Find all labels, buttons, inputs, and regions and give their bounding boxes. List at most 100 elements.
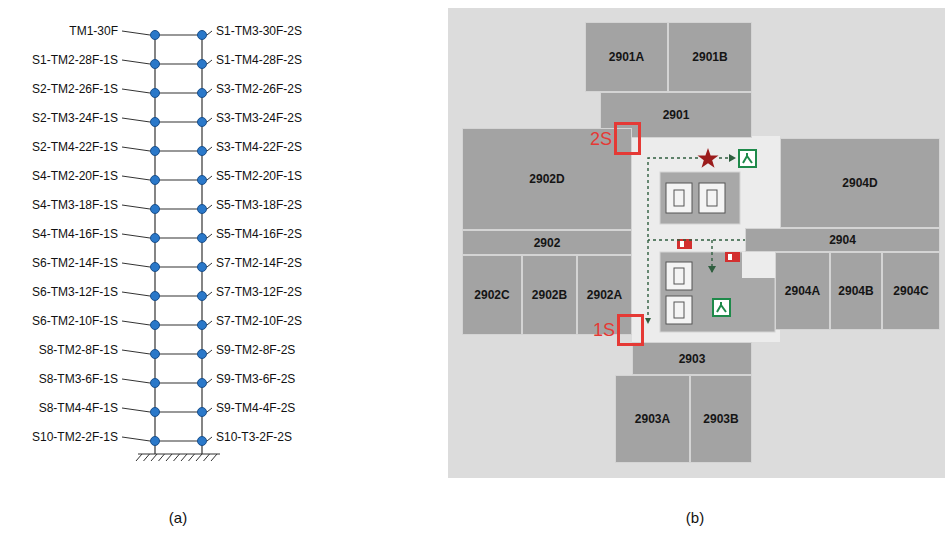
node-label: S5-TM4-16F-2S [216,227,302,241]
leader-line [207,60,212,64]
stair-label: 1S [593,320,615,341]
subfigure-caption: (a) [169,509,187,526]
node-label: S4-TM4-16F-1S [32,227,118,241]
leader-line [122,408,150,412]
ground-hatch [189,454,195,461]
room-block: 2904B [830,252,882,330]
leader-line [122,205,150,209]
node-label: S9-TM2-8F-2S [216,343,295,357]
core [660,252,775,332]
room-number: 2903B [703,412,738,426]
room-block: 2902 [462,230,632,255]
room-number: 2902B [532,288,567,302]
node-dot [151,321,160,330]
room-number: 2903A [635,412,670,426]
leader-line [207,408,212,412]
subfigure-caption: (b) [686,509,704,526]
node-dot [198,89,207,98]
node-label: S1-TM3-30F-2S [216,24,302,38]
node-dot [198,147,207,156]
frame-model [122,31,220,462]
node-dot [151,147,160,156]
node-label: S1-TM4-28F-2S [216,53,302,67]
ground-hatch [181,454,187,461]
node-label: S3-TM4-22F-2S [216,140,302,154]
leader-line [207,89,212,93]
ground-hatch [196,454,202,461]
room-number: 2904A [785,284,820,298]
node-dot [198,350,207,359]
leader-line [207,379,212,383]
room-block: 2904 [745,228,940,252]
beam [155,121,202,122]
node-label: S7-TM2-14F-2S [216,256,302,270]
beam [155,150,202,151]
node-dot [151,118,160,127]
node-dot [198,60,207,69]
ground-hatch [204,454,210,461]
room-number: 2901B [692,50,727,64]
stair-label: 2S [590,128,612,149]
room-block: 2902B [522,255,577,335]
leader-line [122,31,150,35]
room-number: 2904B [838,284,873,298]
room-block: 2904C [882,252,940,330]
beam [155,92,202,93]
node-label: S5-TM2-20F-1S [216,169,302,183]
node-dot [151,408,160,417]
ground-hatch [166,454,172,461]
node-dot [151,292,160,301]
node-dot [198,408,207,417]
node-dot [198,234,207,243]
leader-line [122,234,150,238]
room-block: 2901B [668,22,752,92]
node-label: S2-TM4-22F-1S [32,140,118,154]
ground-hatch [174,454,180,461]
node-label: S6-TM3-12F-1S [32,285,118,299]
leader-line [122,350,150,354]
beam [155,411,202,412]
room-number: 2902D [529,172,564,186]
leader-line [207,263,212,267]
leader-line [122,321,150,325]
ground-hatch [151,454,157,461]
core [660,172,740,224]
node-label: S3-TM2-26F-2S [216,82,302,96]
node-label: S9-TM3-6F-2S [216,372,295,386]
room-block: 2903A [615,375,690,463]
leader-line [207,31,212,35]
node-dot [198,321,207,330]
node-dot [198,437,207,446]
beam [155,179,202,180]
node-label: S10-TM2-2F-1S [32,430,118,444]
node-label: S8-TM2-8F-1S [39,343,118,357]
node-label: S7-TM3-12F-2S [216,285,302,299]
node-dot [151,437,160,446]
node-dot [198,292,207,301]
beam [155,34,202,35]
node-label: S10-T3-2F-2S [216,430,292,444]
room-number: 2903 [679,352,706,366]
node-dot [151,263,160,272]
leader-line [207,147,212,151]
ground-hatch [144,454,150,461]
beam [155,353,202,354]
ground-hatch [159,454,165,461]
node-dot [151,60,160,69]
room-number: 2902A [587,288,622,302]
node-label: S7-TM2-10F-2S [216,314,302,328]
node-dot [198,379,207,388]
ground-hatch [211,454,217,461]
stair-marker: 1S [617,314,644,346]
beam [155,440,202,441]
leader-line [122,147,150,151]
beam [155,208,202,209]
node-label: S9-TM4-4F-2S [216,401,295,415]
node-dot [198,31,207,40]
beam [155,324,202,325]
leader-line [122,118,150,122]
room-block: 2904A [775,252,830,330]
node-dot [151,350,160,359]
room-number: 2904 [829,233,856,247]
